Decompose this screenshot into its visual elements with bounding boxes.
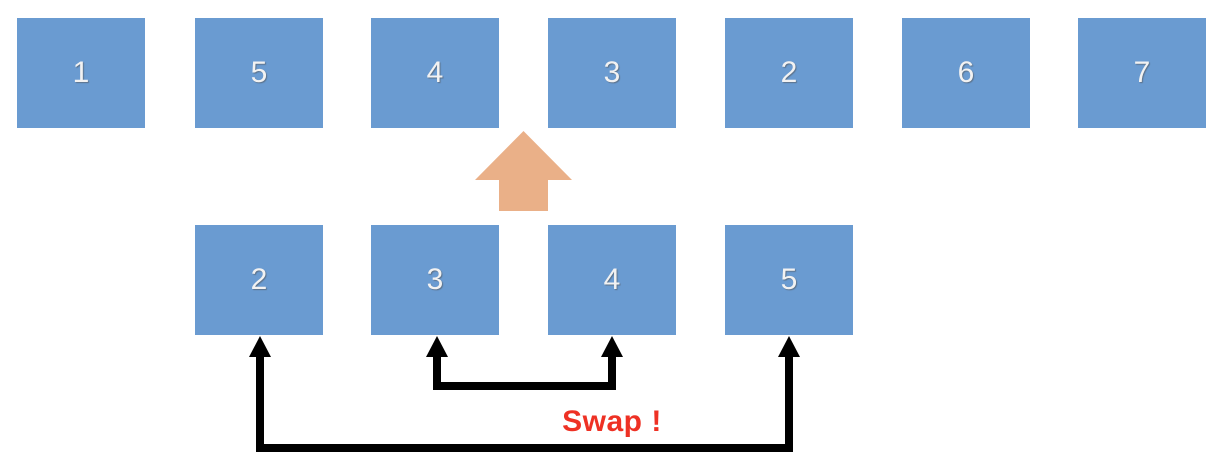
box-value: 2 — [780, 56, 798, 89]
box-value: 5 — [250, 56, 268, 89]
box-value: 7 — [1133, 56, 1151, 89]
top-box-6: 7 — [1078, 18, 1206, 128]
inner-swap-connector — [426, 336, 623, 390]
box-value: 6 — [957, 56, 975, 89]
box-value: 2 — [250, 263, 268, 296]
box-value: 1 — [72, 56, 90, 89]
box-value: 4 — [426, 56, 444, 89]
swap-label: Swap ! — [562, 405, 662, 438]
box-value: 3 — [603, 56, 621, 89]
box-value: 5 — [780, 263, 798, 296]
box-value: 3 — [426, 263, 444, 296]
top-box-3: 3 — [548, 18, 676, 128]
bottom-box-2: 4 — [548, 225, 676, 335]
bottom-box-3: 5 — [725, 225, 853, 335]
top-box-5: 6 — [902, 18, 1030, 128]
top-box-2: 4 — [371, 18, 499, 128]
top-box-0: 1 — [17, 18, 145, 128]
top-box-1: 5 — [195, 18, 323, 128]
box-value: 4 — [603, 263, 621, 296]
top-box-4: 2 — [725, 18, 853, 128]
up-arrow-icon — [475, 131, 572, 211]
bottom-box-0: 2 — [195, 225, 323, 335]
bottom-box-1: 3 — [371, 225, 499, 335]
